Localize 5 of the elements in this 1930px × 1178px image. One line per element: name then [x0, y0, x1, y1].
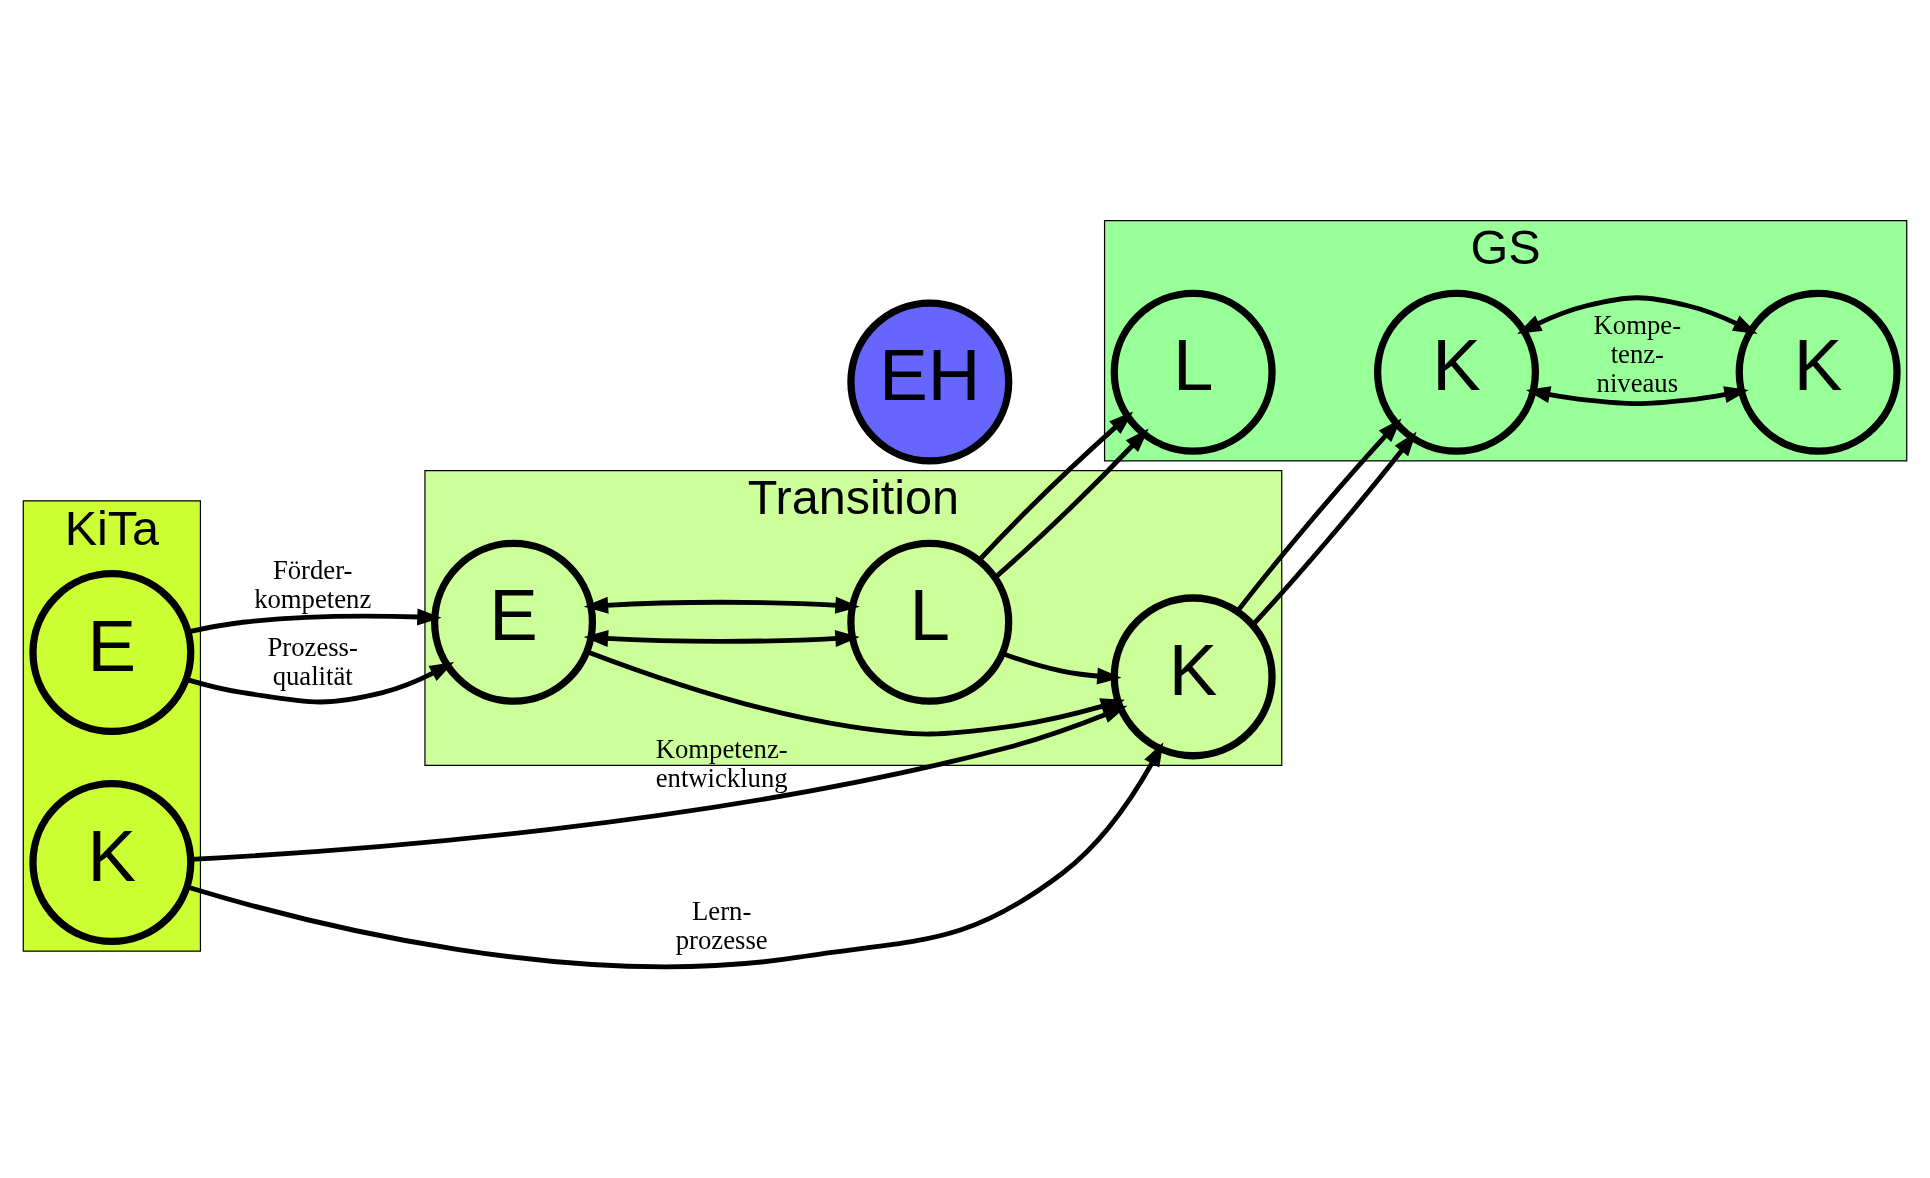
edge-label: Lern- prozesse [675, 896, 768, 956]
edge-label: Prozess- qualität [267, 631, 358, 691]
edge-label: Förder- kompetenz [254, 555, 372, 615]
edge-label: Kompe- tenz- niveaus [1593, 310, 1682, 399]
edge-label: Kompetenz- entwicklung [655, 733, 788, 793]
